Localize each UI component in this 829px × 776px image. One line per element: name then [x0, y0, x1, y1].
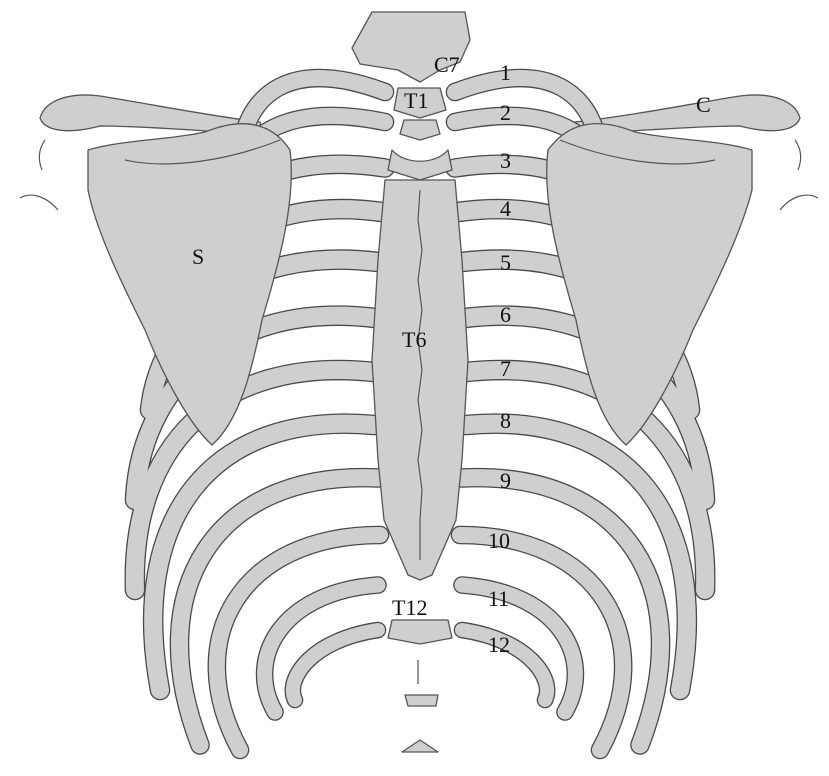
l2-process [402, 740, 438, 752]
rib-6-label: 6 [500, 302, 511, 327]
rib-7-label: 7 [500, 356, 511, 381]
right-arm-outline [780, 195, 818, 210]
t12-label: T12 [392, 595, 427, 620]
t6-label: T6 [402, 327, 426, 352]
rib-3-label: 3 [500, 148, 511, 173]
rib-2-label: 2 [500, 100, 511, 125]
t3-vertebra [388, 150, 452, 180]
t1-label: T1 [404, 88, 428, 113]
right-scapula [547, 124, 752, 445]
rib-12-label: 12 [488, 632, 510, 657]
clavicle-label: C [696, 92, 711, 117]
left-arm-outline [20, 195, 58, 210]
l1-process [405, 695, 438, 706]
rib-11-label: 11 [488, 586, 509, 611]
rib-4-label: 4 [500, 196, 511, 221]
rib-9-label: 9 [500, 468, 511, 493]
right-humerus-outline [795, 140, 801, 170]
rib-1-label: 1 [500, 60, 511, 85]
c7-label: C7 [434, 52, 460, 77]
scapula-label: S [192, 244, 204, 269]
t12-vertebra [388, 620, 452, 644]
rib-5-label: 5 [500, 250, 511, 275]
t2-vertebra [400, 120, 440, 140]
rib-8-label: 8 [500, 408, 511, 433]
left-humerus-outline [39, 140, 45, 170]
rib-10-label: 10 [488, 528, 510, 553]
left-scapula [88, 124, 291, 445]
